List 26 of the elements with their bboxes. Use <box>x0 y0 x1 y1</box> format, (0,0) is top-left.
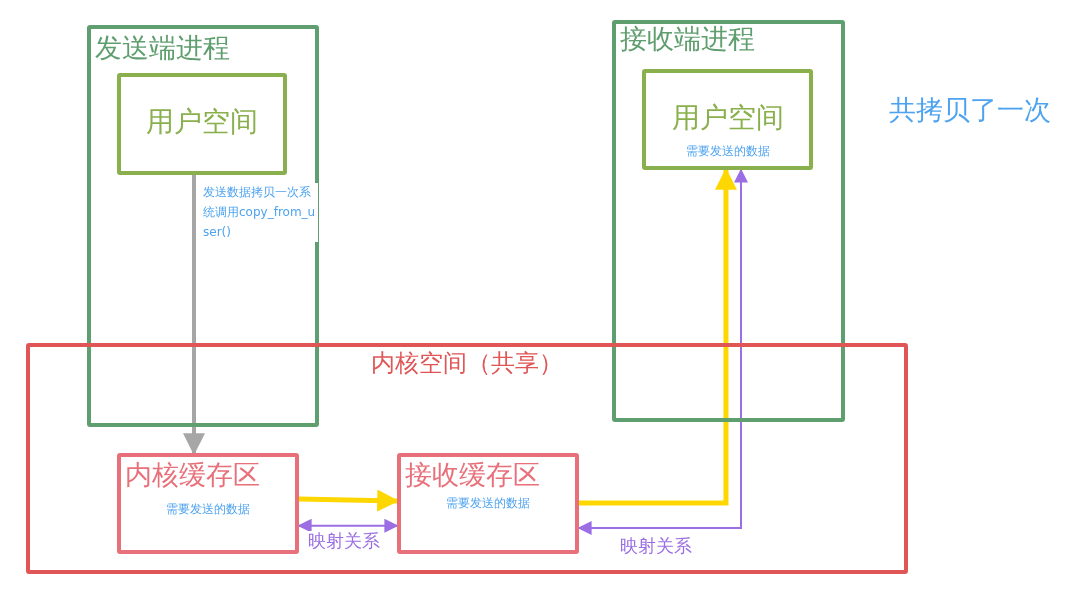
buffer-box <box>117 453 299 554</box>
data-note: 需要发送的数据 <box>445 497 531 511</box>
note-text: 共拷贝了一次 <box>889 95 1051 125</box>
data-note: 需要发送的数据 <box>165 503 251 517</box>
buffer-title: 接收缓存区 <box>405 460 540 490</box>
arrow <box>297 518 399 533</box>
edge-label: 发送数据拷贝一次系统调用copy_from_user() <box>203 183 318 243</box>
arrow <box>183 175 205 456</box>
edge-label: 映射关系 <box>308 531 380 551</box>
kernel-space-box <box>26 343 908 574</box>
process-title: 接收端进程 <box>620 24 755 54</box>
arrow <box>579 167 737 506</box>
process-box <box>87 25 319 427</box>
process-box <box>612 20 845 422</box>
buffer-title: 内核缓存区 <box>125 460 260 490</box>
buffer-box <box>397 453 579 554</box>
arrow <box>577 168 748 536</box>
user-space-box <box>642 69 813 170</box>
edge-label: 映射关系 <box>620 536 692 556</box>
space-title: 用户空间 <box>145 107 259 138</box>
space-title: 用户空间 <box>670 103 785 134</box>
data-note: 需要发送的数据 <box>684 145 771 159</box>
kernel-space-title: 内核空间（共享） <box>370 350 564 377</box>
arrow <box>298 489 400 512</box>
user-space-box <box>117 73 287 175</box>
process-title: 发送端进程 <box>95 33 230 63</box>
